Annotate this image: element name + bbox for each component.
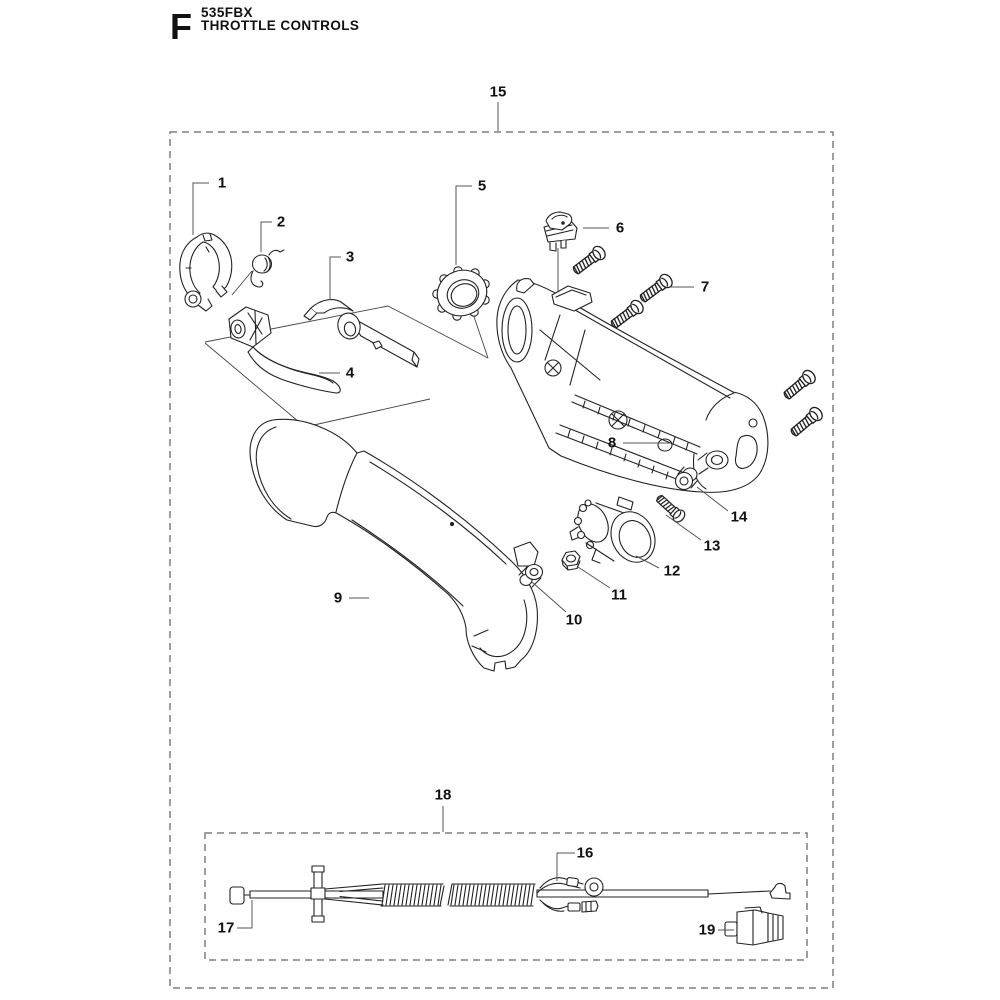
parts-artwork bbox=[179, 211, 826, 946]
part-4-trigger-drawing bbox=[228, 306, 341, 394]
part-1-clamp-drawing bbox=[179, 232, 233, 312]
part-label-15: 15 bbox=[489, 83, 507, 101]
part-label-2: 2 bbox=[276, 213, 286, 231]
figure-letter: F bbox=[170, 6, 192, 47]
assembly-15-boundary bbox=[169, 131, 834, 989]
part-11-nut-drawing bbox=[561, 550, 581, 571]
part-label-9: 9 bbox=[333, 589, 343, 607]
part-label-14: 14 bbox=[730, 508, 748, 526]
model-number: 535FBX bbox=[201, 5, 253, 20]
part-label-6: 6 bbox=[615, 219, 625, 237]
part-5-gear-ring-drawing bbox=[432, 266, 490, 321]
part-label-11: 11 bbox=[611, 586, 627, 604]
part-3-lever-drawing bbox=[303, 299, 420, 368]
part-label-5: 5 bbox=[477, 177, 487, 195]
part-label-19: 19 bbox=[698, 921, 716, 939]
part-label-17: 17 bbox=[217, 919, 235, 937]
part-label-8: 8 bbox=[607, 434, 617, 452]
part-label-3: 3 bbox=[345, 248, 355, 266]
part-9-handle-drawing bbox=[249, 418, 539, 672]
cable-assembly-drawing bbox=[229, 865, 791, 946]
part-label-12: 12 bbox=[663, 562, 681, 580]
part-12-coupling-drawing bbox=[569, 496, 656, 564]
part-label-16: 16 bbox=[576, 844, 594, 862]
part-label-7: 7 bbox=[700, 278, 710, 296]
leader-lines bbox=[192, 102, 734, 931]
part-label-4: 4 bbox=[345, 364, 355, 382]
part-6-switch-drawing bbox=[543, 211, 578, 252]
part-label-13: 13 bbox=[703, 537, 721, 555]
part-13-screw-drawing bbox=[653, 491, 688, 525]
assembly-18-boundary bbox=[204, 832, 808, 961]
part-label-10: 10 bbox=[565, 611, 583, 629]
part-2-cap-drawing bbox=[250, 249, 285, 288]
part-label-1: 1 bbox=[217, 174, 227, 192]
section-title: THROTTLE CONTROLS bbox=[201, 18, 360, 33]
part-10-plug-drawing bbox=[518, 563, 544, 588]
part-14-plug-drawing bbox=[674, 466, 698, 491]
part-label-18: 18 bbox=[434, 786, 452, 804]
group-boundaries bbox=[169, 131, 834, 989]
